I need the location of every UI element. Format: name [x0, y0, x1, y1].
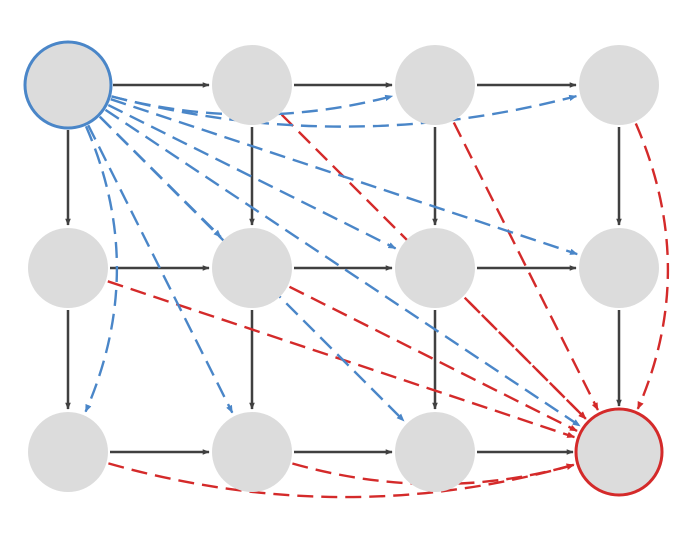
nodes [23, 40, 664, 497]
source-node [23, 40, 113, 130]
target-node [574, 407, 664, 497]
target-edge-2-0 [108, 462, 575, 499]
node-0-1 [212, 45, 292, 125]
node-1-3 [579, 228, 659, 308]
source-edge-2-3 [104, 108, 581, 427]
node-2-2 [395, 412, 475, 492]
source-edge-2-1 [87, 124, 234, 414]
node-2-0 [28, 412, 108, 492]
target-edge-2-1 [292, 462, 575, 486]
target-edge-0-2 [452, 121, 599, 411]
source-edge-1-3 [110, 98, 578, 256]
source-edges [84, 94, 581, 427]
target-edge-0-3 [634, 123, 670, 410]
node-1-2 [395, 228, 475, 308]
node-0-3 [579, 45, 659, 125]
node-2-1 [212, 412, 292, 492]
source-edge-1-2 [107, 104, 397, 250]
source-edge-2-0 [84, 125, 119, 413]
node-1-0 [28, 228, 108, 308]
node-1-1 [212, 228, 292, 308]
grid-edges [65, 82, 622, 455]
target-edge-1-1 [288, 285, 578, 432]
node-0-2 [395, 45, 475, 125]
source-edge-2-2 [98, 115, 405, 422]
target-edge-1-2 [463, 296, 587, 420]
